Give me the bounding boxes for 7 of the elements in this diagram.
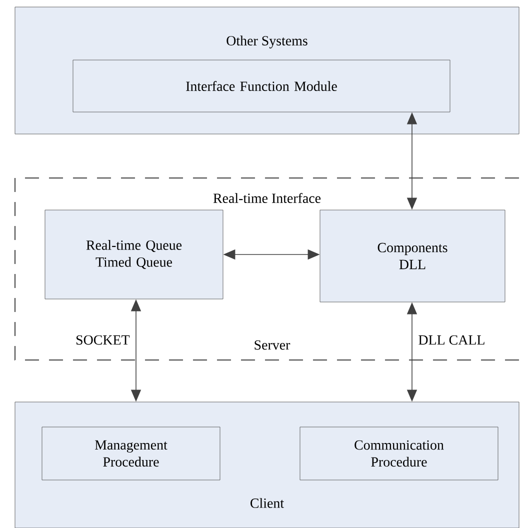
module-box: Interface Function Module — [72, 60, 450, 112]
edge-label: DLL CALL — [418, 335, 484, 345]
module-box: Management Procedure — [42, 426, 220, 480]
component-box: Components DLL — [320, 210, 506, 302]
component-box: Real-time Queue Timed Queue — [44, 210, 224, 300]
module-box: Communication Procedure — [300, 426, 498, 480]
edge-label: SOCKET — [76, 335, 130, 345]
